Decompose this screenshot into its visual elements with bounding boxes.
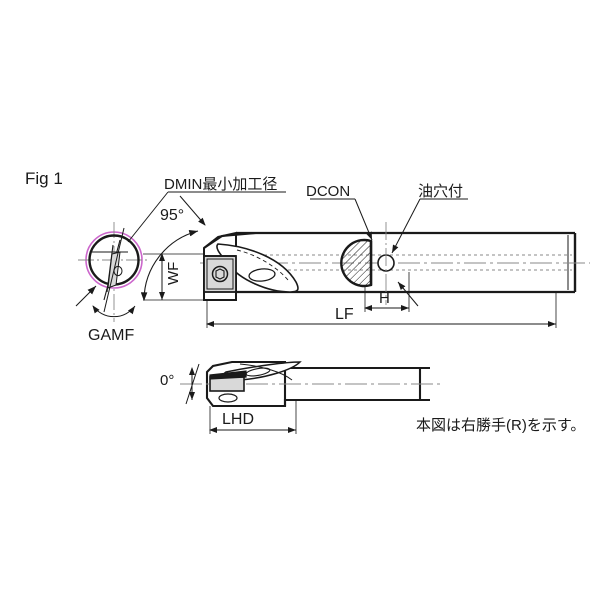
flute-inner-ellipse [248,268,276,282]
angle-95-label: 95° [160,207,184,224]
bottom-view-cutting-edge [209,370,247,380]
dcon-section-group: DCON 油穴付 [306,183,468,307]
gamf-angle-arc [92,305,136,318]
oil-hole-leader-lower [397,281,419,307]
insert-inner-outline [206,258,234,290]
gamf-label: GAMF [88,327,134,344]
lf-label: LF [335,306,354,323]
h-label: H [379,290,390,307]
lhd-label: LHD [222,411,254,428]
clamp-screw [211,265,229,283]
dcon-leader-arrow [354,198,373,241]
end-view-group: GAMF [75,222,150,344]
head-top-slope [203,232,257,249]
oil-hole-leader-arrow [391,198,421,254]
gamf-axis-line [103,227,125,313]
oil-hole-label: 油穴付 [418,183,463,200]
angle-0-label: 0° [160,372,174,389]
dmin-leader-lower [127,191,169,243]
dcon-section-shape [340,238,373,288]
bottom-view-group: 0° LHD [160,360,440,434]
wf-label: WF [165,262,182,285]
gamf-pointer-arrow [75,285,97,307]
torx-screw-head-icon [215,268,225,280]
bottom-view-flute-edge [239,363,293,381]
angle-0-reference-line [185,363,200,405]
dcon-label: DCON [306,183,350,200]
dmin-label: DMIN最小加工径 [164,176,277,193]
figure-label: Fig 1 [25,169,63,188]
handedness-note: 本図は右勝手(R)を示す。 [416,417,585,434]
dmin-arrow-to-head [179,195,206,226]
side-view-group: 95° WF DMIN最小加工径 DCON 油穴付 [127,176,590,328]
bottom-view-screw-recess [218,393,238,403]
